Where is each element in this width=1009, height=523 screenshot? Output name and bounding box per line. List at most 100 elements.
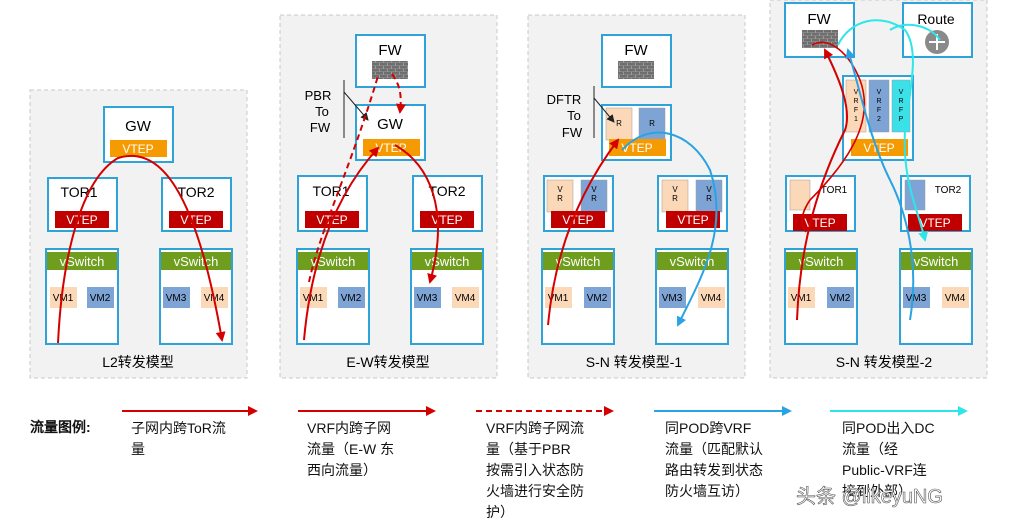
tor1-label: TOR1 xyxy=(821,185,848,196)
vrf1-label: V xyxy=(557,185,563,194)
vrf2-label: R xyxy=(876,98,881,105)
vtep-badge xyxy=(169,211,223,228)
vswitch-label: vSwitch xyxy=(60,254,105,269)
vrf1-block xyxy=(789,179,811,211)
vtep-badge xyxy=(551,211,605,228)
vrfp-block xyxy=(891,79,911,133)
gw-label: GW xyxy=(377,116,404,133)
vswitch-label: vSwitch xyxy=(799,254,844,269)
vrf1-label: V xyxy=(672,185,678,194)
vrf1-label: F xyxy=(854,107,858,114)
watermark: 头条 @likeyuNG xyxy=(796,485,943,508)
vrf1-label: V xyxy=(854,89,859,96)
vtep-label: VTEP xyxy=(919,216,950,230)
vrf1-label: R xyxy=(557,194,563,203)
vm4 xyxy=(698,287,725,308)
flow-arrow-red xyxy=(547,138,620,326)
dftr-annotation: To xyxy=(567,108,581,123)
legend-item-text: 防火墙互访） xyxy=(665,483,749,499)
legend-item-text: 量（基于PBR xyxy=(486,441,571,457)
vm3-label: VM3 xyxy=(662,293,683,304)
vrf1-block xyxy=(546,179,574,213)
pbr-annotation: FW xyxy=(310,120,331,135)
vrfp-label: F xyxy=(899,107,903,114)
firewall-icon xyxy=(372,61,408,79)
legend-item-text: 量 xyxy=(131,441,145,457)
vrf2-label: V xyxy=(877,89,882,96)
vrfp-label: R xyxy=(898,98,903,105)
flow-arrow-red xyxy=(801,41,866,233)
flow-arrow-blue xyxy=(621,131,718,327)
vswitch-label: vSwitch xyxy=(914,254,959,269)
panel-caption: L2转发模型 xyxy=(102,354,174,370)
legend-title: 流量图例: xyxy=(30,419,91,435)
flow-arrow-red-dashed xyxy=(391,73,406,114)
vm2-label: VM2 xyxy=(587,293,608,304)
vrf2-label: V xyxy=(706,185,712,194)
vrf2-label: F xyxy=(877,107,881,114)
legend-item-text: 护） xyxy=(486,504,514,520)
vswitch-bar xyxy=(298,252,368,270)
vswitch-bar xyxy=(161,252,231,270)
vtep-badge xyxy=(55,211,109,228)
vtep-badge xyxy=(609,139,666,156)
vtep-badge xyxy=(110,140,167,157)
vm2 xyxy=(827,287,854,308)
vm3 xyxy=(414,287,441,308)
vm4-label: VM4 xyxy=(455,293,476,304)
flow-arrow-red-dashed xyxy=(308,75,379,283)
gw-label: GW xyxy=(125,118,152,135)
vrf1-block xyxy=(605,107,633,141)
vm1-label: VM1 xyxy=(791,293,812,304)
vrf1-label: R xyxy=(616,119,622,128)
legend-item-text: 同POD跨VRF xyxy=(665,420,751,436)
flow-arrow-cyan xyxy=(837,19,929,242)
vrf2-block xyxy=(868,79,890,133)
vm3-label: VM3 xyxy=(417,293,438,304)
panel-l2: GW VTEP TOR1 VTEP TOR2 VTEP vSwitch VM1 … xyxy=(29,89,248,379)
vswitch-label: vSwitch xyxy=(174,254,219,269)
vtep-label: VTEP xyxy=(375,141,406,155)
vrf1-label: 1 xyxy=(854,116,858,123)
vswitch-bar xyxy=(47,252,117,270)
tor2-label: TOR2 xyxy=(935,185,962,196)
vswitch-label: vSwitch xyxy=(670,254,715,269)
vtep-badge xyxy=(420,211,474,228)
legend-item-text: 流量（E-W 东 xyxy=(307,441,394,457)
fw-label: FW xyxy=(378,42,402,59)
vrf2-label: V xyxy=(591,185,597,194)
panel-sn2: FW Route V R F 1 V R F 2 V R F P VTEP TO… xyxy=(769,0,988,379)
annotation-pointer xyxy=(593,97,615,123)
vtep-label: VTEP xyxy=(122,142,153,156)
vm3-label: VM3 xyxy=(166,293,187,304)
vrfp-label: V xyxy=(899,89,904,96)
flow-arrow-cyan xyxy=(889,23,941,41)
vm2 xyxy=(584,287,611,308)
vm2-label: VM2 xyxy=(341,293,362,304)
vswitch-label: vSwitch xyxy=(556,254,601,269)
tor2-label: TOR2 xyxy=(177,184,214,200)
vtep-badge xyxy=(666,211,720,228)
vswitch-bar xyxy=(412,252,482,270)
legend-item-text: Public-VRF连 xyxy=(842,462,927,478)
tor2-label: TOR2 xyxy=(428,183,465,199)
vm1 xyxy=(300,287,327,308)
vrf1-label: R xyxy=(672,194,678,203)
flow-arrow-red xyxy=(57,154,226,344)
legend-item-text: VRF内跨子网流 xyxy=(486,420,584,436)
flow-arrow-red xyxy=(796,48,849,321)
vm3-label: VM3 xyxy=(906,293,927,304)
legend: 流量图例: 子网内跨ToR流 量 VRF内跨子网 流量（E-W 东 西向流量） … xyxy=(30,406,968,520)
legend-item-text: 接到外部） xyxy=(842,483,912,499)
vm1-label: VM1 xyxy=(303,293,324,304)
tor1-label: TOR1 xyxy=(60,184,97,200)
legend-item-text: 按需引入状态防 xyxy=(486,462,584,478)
panel-caption: E-W转发模型 xyxy=(346,354,429,370)
dftr-annotation: DFTR xyxy=(547,92,582,107)
panel-sn1: FW R R VTEP DFTR To FW V V R R VTEP V V … xyxy=(527,14,746,379)
vrf2-label: R xyxy=(706,194,712,203)
vrf2-label: R xyxy=(591,194,597,203)
flow-arrow-red xyxy=(303,146,380,341)
vm4 xyxy=(452,287,479,308)
